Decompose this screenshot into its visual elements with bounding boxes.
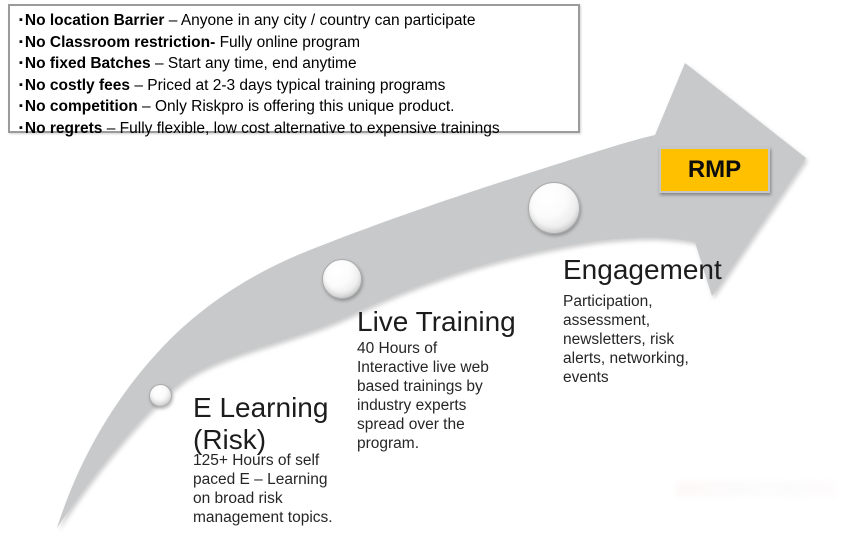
- milestone-title-engagement: Engagement: [563, 254, 722, 285]
- bullet-rest: Fully online program: [215, 33, 360, 51]
- bullet-item: ▪No competition – Only Riskpro is offeri…: [19, 97, 570, 119]
- milestone-body-elearning: 125+ Hours of self paced E – Learning on…: [193, 452, 333, 526]
- bullet-square-icon: ▪: [19, 100, 23, 112]
- bullet-rest: – Fully flexible, low cost alternative t…: [102, 119, 500, 137]
- bullet-lead: No regrets: [24, 119, 103, 137]
- milestone-title-livetraining: Live Training: [357, 306, 516, 337]
- bullet-lead: No competition: [24, 98, 138, 115]
- bullet-rest: – Only Riskpro is offering this unique p…: [137, 98, 455, 115]
- bullet-square-icon: ▪: [19, 57, 23, 69]
- bullet-lead: No fixed Batches: [24, 55, 151, 72]
- bullet-item: ▪No fixed Batches – Start any time, end …: [19, 54, 570, 76]
- rmp-badge: RMP: [659, 147, 770, 193]
- bullet-square-icon: ▪: [19, 14, 23, 26]
- growth-arrow-shape: [57, 63, 806, 528]
- benefits-box: ▪No location Barrier – Anyone in any cit…: [8, 4, 580, 137]
- bullet-lead: No Classroom restriction-: [24, 33, 216, 51]
- bullet-item: ▪No location Barrier – Anyone in any cit…: [19, 11, 570, 33]
- bullet-lead: No costly fees: [24, 76, 131, 94]
- bullet-item: ▪No Classroom restriction- Fully online …: [19, 33, 570, 55]
- bullet-item: ▪No costly fees – Priced at 2-3 days typ…: [19, 76, 570, 98]
- milestone-body-engagement: Participation, assessment, newsletters, …: [563, 293, 689, 386]
- bullet-item: ▪No regrets – Fully flexible, low cost a…: [19, 119, 570, 141]
- milestone-title-elearning: E Learning (Risk): [193, 392, 329, 455]
- bullet-square-icon: ▪: [19, 78, 23, 91]
- milestone-body-livetraining: 40 Hours of Interactive live web based t…: [357, 340, 489, 452]
- milestone-sphere-engagement: [528, 182, 580, 234]
- watermark-smudge: [676, 481, 836, 497]
- bullet-lead: No location Barrier: [24, 12, 165, 29]
- milestone-sphere-elearning: [149, 384, 172, 407]
- bullet-rest: – Priced at 2-3 days typical training pr…: [130, 76, 446, 94]
- bullet-square-icon: ▪: [19, 121, 23, 134]
- bullet-rest: – Anyone in any city / country can parti…: [164, 12, 476, 29]
- milestone-sphere-livetraining: [322, 259, 362, 299]
- bullet-square-icon: ▪: [19, 35, 23, 48]
- bullet-rest: – Start any time, end anytime: [150, 55, 357, 72]
